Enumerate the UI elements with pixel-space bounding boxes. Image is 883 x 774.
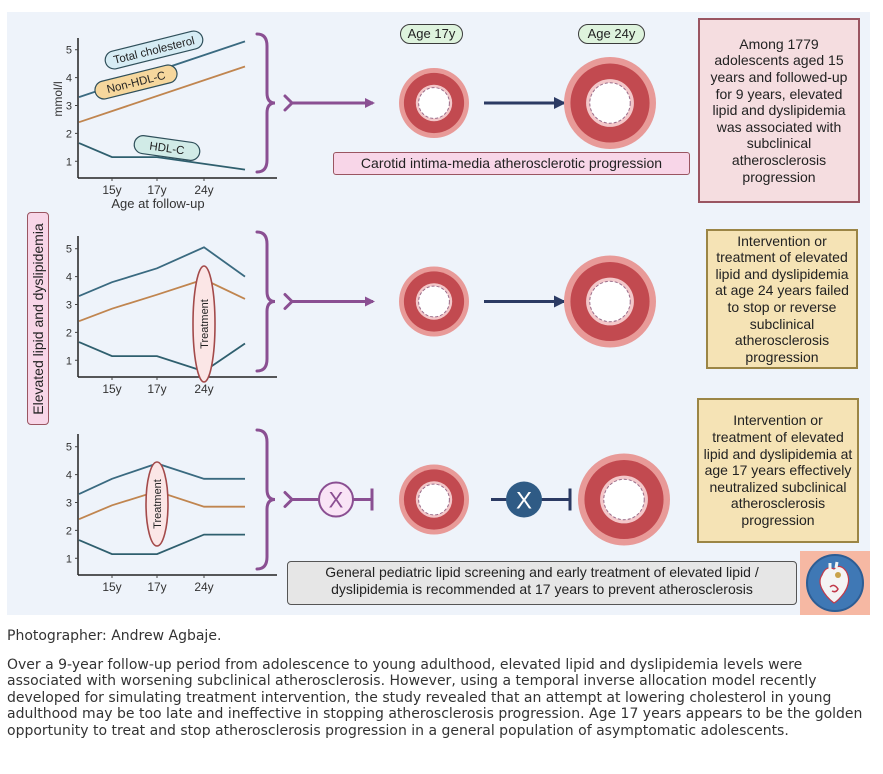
series-label-badge bbox=[104, 30, 204, 70]
y-tick-label: 5 bbox=[66, 442, 72, 454]
x-tick-label: 15y bbox=[102, 382, 121, 396]
caption-body: Over a 9-year follow-up period from adol… bbox=[7, 656, 863, 739]
x-tick-label: 15y bbox=[102, 580, 121, 594]
y-tick-label: 5 bbox=[66, 45, 72, 57]
carotid-progression-banner: Carotid intima-media atherosclerotic pro… bbox=[333, 152, 690, 175]
series-label-0: Total cholesterol bbox=[104, 30, 204, 70]
grouping-brace bbox=[255, 428, 276, 571]
artery-lumen bbox=[589, 280, 631, 323]
artery-lumen bbox=[603, 478, 645, 521]
artery-age-17 bbox=[399, 464, 469, 535]
artery-age-24 bbox=[564, 57, 656, 149]
y-tick-label: 2 bbox=[66, 128, 72, 140]
y-tick-label: 3 bbox=[66, 498, 72, 510]
y-tick-label: 1 bbox=[66, 156, 72, 168]
artery-lumen bbox=[418, 483, 450, 516]
x-tick-label: 17y bbox=[147, 382, 166, 396]
info-box-treatment-24: Intervention or treatment of elevated li… bbox=[706, 229, 858, 369]
treatment-label: Treatment bbox=[152, 479, 164, 529]
flow-row-2 bbox=[283, 255, 656, 348]
info-box-treatment-17: Intervention or treatment of elevated li… bbox=[697, 398, 859, 543]
series-label-badge bbox=[94, 64, 178, 100]
journal-logo bbox=[800, 551, 870, 615]
block-circle-dark bbox=[506, 481, 542, 518]
x-tick-label: 24y bbox=[194, 183, 213, 197]
artery-age-17 bbox=[399, 68, 469, 138]
info-box-cohort: Among 1779 adolescents aged 15 years and… bbox=[698, 18, 860, 203]
y-tick-label: 1 bbox=[66, 553, 72, 565]
x-tick-label: 24y bbox=[194, 580, 213, 594]
elevated-lipid-side-label: Elevated lipid and dyslipidemia bbox=[27, 212, 49, 425]
flow-row-1 bbox=[283, 57, 656, 149]
treatment-ellipse bbox=[192, 265, 216, 383]
artery-lumen bbox=[589, 82, 631, 124]
y-axis-label: mmol/l bbox=[51, 81, 65, 116]
block-circle bbox=[318, 481, 354, 518]
treatment-label: Treatment bbox=[199, 299, 211, 349]
series-label-1: Non-HDL-C bbox=[94, 64, 178, 100]
chart-panel-treatment-24: 1 2 3 4 5 15y 17y 24y Treatment bbox=[66, 230, 277, 396]
grouping-brace bbox=[255, 32, 276, 174]
caption: Photographer: Andrew Agbaje. Over a 9-ye… bbox=[7, 628, 877, 749]
y-tick-label: 3 bbox=[66, 300, 72, 312]
chevron-icon bbox=[283, 293, 295, 310]
artery-lumen bbox=[418, 285, 450, 318]
x-tick-label: 17y bbox=[147, 183, 166, 197]
chart-panel-treatment-17: 1 2 3 4 5 15y 17y 24y Treatment bbox=[66, 428, 277, 594]
side-label-text: Elevated lipid and dyslipidemia bbox=[30, 222, 46, 415]
x-axis-label: Age at follow-up bbox=[111, 196, 204, 211]
chevron-icon bbox=[283, 491, 295, 508]
series-line-hdl-c bbox=[78, 142, 246, 171]
series-line-total-cholesterol bbox=[78, 246, 246, 297]
y-tick-label: 4 bbox=[66, 470, 72, 482]
y-tick-label: 4 bbox=[66, 73, 72, 85]
treatment-ellipse bbox=[145, 461, 169, 547]
x-tick-label: 15y bbox=[102, 183, 121, 197]
block-x-icon: X bbox=[516, 488, 532, 515]
y-tick-label: 3 bbox=[66, 101, 72, 113]
block-x-icon: X bbox=[329, 488, 344, 513]
artery-age-24 bbox=[564, 255, 656, 348]
photographer-credit: Photographer: Andrew Agbaje. bbox=[7, 628, 222, 644]
y-tick-label: 4 bbox=[66, 272, 72, 284]
series-line-non-hdl-c bbox=[78, 65, 246, 124]
series-label-text: HDL-C bbox=[149, 141, 185, 158]
series-label-2: HDL-C bbox=[133, 135, 201, 161]
series-line-hdl-c bbox=[78, 341, 246, 373]
heart-journal-logo-icon bbox=[806, 554, 864, 612]
chevron-icon bbox=[283, 94, 295, 112]
age-17-pill: Age 17y bbox=[400, 24, 463, 44]
age-24-pill: Age 24y bbox=[578, 24, 645, 44]
y-tick-label: 5 bbox=[66, 244, 72, 256]
artery-age-17 bbox=[399, 266, 469, 337]
x-tick-label: 24y bbox=[194, 382, 213, 396]
artery-age-24 bbox=[578, 453, 670, 546]
y-tick-label: 1 bbox=[66, 355, 72, 367]
artery-lumen bbox=[418, 87, 450, 119]
grouping-brace bbox=[255, 230, 276, 373]
y-tick-label: 2 bbox=[66, 525, 72, 537]
x-tick-label: 17y bbox=[147, 580, 166, 594]
recommendation-banner: General pediatric lipid screening and ea… bbox=[287, 561, 797, 605]
y-tick-label: 2 bbox=[66, 327, 72, 339]
series-line-non-hdl-c bbox=[78, 278, 246, 323]
series-line-hdl-c bbox=[78, 533, 245, 555]
